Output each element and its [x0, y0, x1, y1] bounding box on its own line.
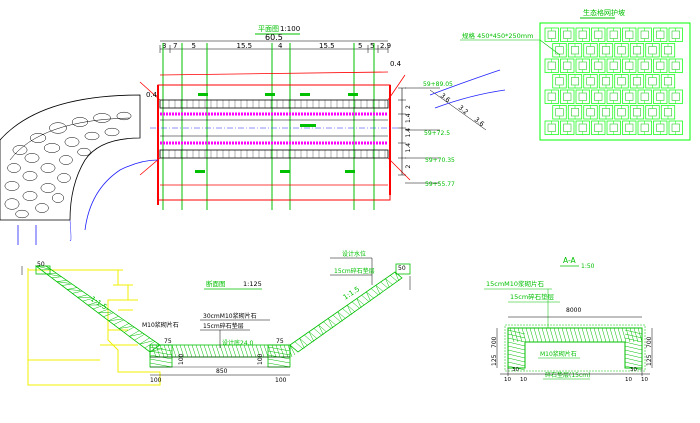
plan-left-dim: 0.4 — [146, 91, 158, 99]
section-dim-100-left: 100 — [150, 377, 162, 384]
plan-vdim-2: 1.4 — [405, 128, 412, 138]
left-slope-protection — [34, 265, 164, 353]
aa-left-height: 700 — [491, 336, 498, 348]
aa-bottom-dim-1: 30 — [512, 367, 519, 373]
cross-section: 断面图 1:125 — [21, 250, 411, 386]
aa-bottom-dim-0: 10 — [504, 377, 511, 383]
yellow-abutment — [27, 268, 161, 386]
plan-top-dim-5: 15.5 — [319, 42, 335, 50]
detail-spec-arrow — [539, 39, 561, 56]
plan-title-scale: 1:100 — [280, 25, 300, 33]
detail-spec: 规格 450*450*250mm — [462, 31, 533, 40]
plan-rail-bottom — [159, 149, 389, 159]
channel-bottom — [149, 344, 293, 368]
plan-vdim-1: 1.4 — [405, 113, 412, 123]
section-crest-width-left: 50 — [37, 261, 45, 268]
section-slope-right: 1:1.5 — [342, 285, 361, 301]
section-right-top-label: 设计水位 — [342, 250, 366, 258]
aa-width: 8000 — [566, 307, 581, 314]
detail-frame — [539, 22, 691, 141]
section-layer-label-1: 30cmM10浆砌片石 — [203, 312, 257, 320]
aa-bottom-dim-5: 10 — [641, 377, 648, 383]
plan-rail-ticks — [162, 100, 386, 158]
plan-top-dim-3: 15.5 — [237, 42, 253, 50]
plan-right-dim-1: 3.6 — [439, 91, 452, 104]
plan-vdim-0: 2 — [405, 105, 412, 109]
section-slope-left: 1:1.5 — [89, 295, 108, 311]
aa-title-scale: 1:50 — [581, 263, 595, 270]
plan-top-dim-6: 5 — [358, 42, 362, 50]
rubble-stones — [4, 111, 132, 219]
station-label-3: 59+55.77 — [425, 181, 455, 188]
aa-label-2: 15cm碎石垫层 — [510, 292, 555, 301]
plan-right-dim-0: 0.4 — [390, 60, 402, 68]
section-left-side-label: M10浆砌片石 — [142, 321, 179, 329]
station-label-2: 59+70.35 — [425, 157, 455, 164]
detail-title: 生态格网护坡 — [583, 8, 625, 17]
plan-vdim-4: 2 — [405, 165, 412, 169]
aa-section: A-A 1:50 15cmM10浆砌片石 15cm碎石垫层 8000 700 1… — [484, 256, 653, 383]
aa-bottom-dim-4: 30 — [630, 367, 637, 373]
section-crest-width-right: 50 — [398, 265, 406, 272]
plan-right-diagonal-dims: 3.6 3.2 3.6 — [429, 89, 487, 131]
plan-rail-top — [159, 99, 389, 109]
aa-right-height: 700 — [646, 336, 653, 348]
station-label-0: 59+89.05 — [423, 81, 453, 88]
section-title-scale: 1:125 — [243, 280, 262, 288]
eco-grid-detail: 生态格网护坡 规格 450*450*250mm — [460, 8, 691, 141]
aa-left-height-b: 125 — [491, 354, 498, 366]
section-bottom-value: 设计底24.0 — [222, 339, 254, 347]
plan-right-dim-3: 3.6 — [473, 115, 486, 128]
plan-small-labels — [195, 93, 358, 173]
station-label-1: 59+72.5 — [424, 130, 450, 137]
plan-total-dim: 60.5 — [265, 33, 283, 42]
plan-title: 平面图 — [258, 25, 279, 33]
section-mid-dim-left: 75 — [164, 338, 172, 345]
aa-u-channel — [504, 324, 646, 372]
aa-bottom-dim-2: 10 — [520, 377, 527, 383]
aa-title: A-A — [563, 256, 577, 265]
plan-left-rubble-curve — [0, 69, 506, 245]
aa-label-1: 15cmM10浆砌片石 — [486, 279, 545, 288]
eco-grid-cells — [544, 27, 683, 135]
aa-bottom-label-1: M10浆砌片石 — [540, 350, 577, 358]
plan-top-dim-7: 5 — [370, 42, 374, 50]
section-dim-100-a: 100 — [178, 353, 185, 365]
section-layer-label-2: 15cm碎石垫层 — [203, 322, 244, 330]
plan-top-dim-1: 7 — [173, 42, 177, 50]
plan-vertical-lines — [162, 43, 375, 210]
plan-station-labels: 59+89.05 59+72.5 59+70.35 59+55.77 — [405, 81, 455, 188]
plan-top-dim-4: 4 — [278, 42, 283, 50]
right-slope-protection — [289, 263, 411, 356]
aa-bottom-label-2: 碎石垫层(15cm) — [545, 371, 590, 379]
plan-top-dim-0: 3 — [162, 42, 166, 50]
aa-right-height-b: 125 — [646, 354, 653, 366]
section-dim-100-right: 100 — [275, 377, 287, 384]
section-title: 断面图 — [206, 279, 226, 288]
section-mid-dim-right: 75 — [276, 338, 284, 345]
plan-top-dim-8: 2.9 — [380, 42, 391, 50]
plan-right-dim-2: 3.2 — [457, 103, 470, 116]
section-dim-100-b: 100 — [257, 353, 264, 365]
plan-vdim-3: 1.4 — [405, 143, 412, 153]
plan-top-dim-2: 5 — [192, 42, 196, 50]
aa-bottom-dim-3: 10 — [625, 377, 632, 383]
plan-red-diagonals — [139, 71, 411, 186]
section-bottom-dim: 850 — [216, 368, 228, 375]
plan-right-vertical-dims: 2 1.4 1.4 1.4 2 — [398, 87, 412, 176]
aa-bottom-dims: 10 30 10 10 30 10 — [504, 367, 648, 383]
section-right-layer-label: 15cm碎石垫层 — [334, 267, 375, 275]
